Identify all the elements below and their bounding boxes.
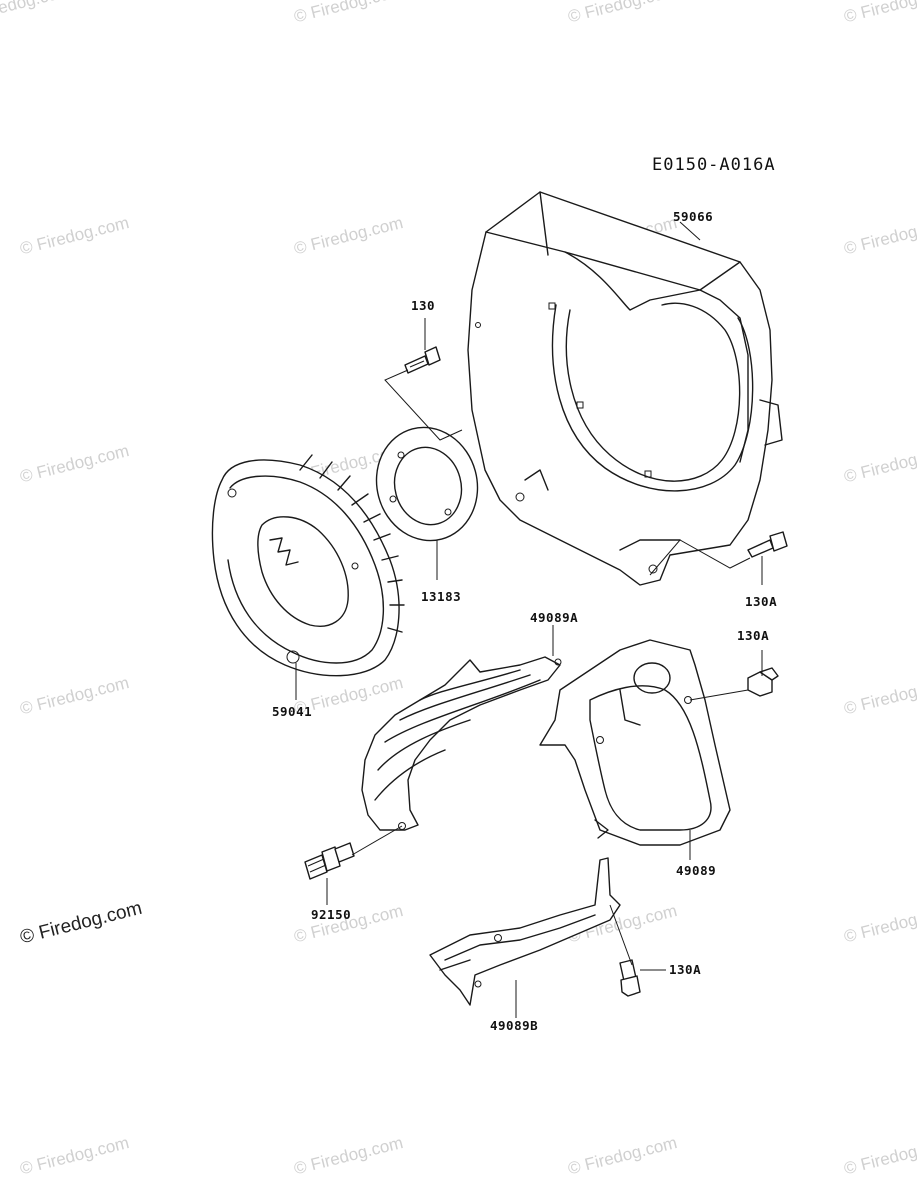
fan-59041 (211, 454, 405, 677)
part-label-130A-mid: 130A (737, 628, 770, 643)
part-label-49089: 49089 (676, 863, 717, 878)
part-label-130A-lower: 130A (669, 962, 702, 977)
part-label-130: 130 (411, 298, 436, 313)
cover-49089B (429, 857, 621, 1006)
part-label-49089B: 49089B (490, 1018, 539, 1033)
stud-92150 (304, 842, 355, 880)
bolt-130A-housing (747, 531, 788, 558)
part-label-13183: 13183 (421, 589, 462, 604)
part-label-49089A: 49089A (530, 610, 579, 625)
part-label-92150: 92150 (311, 907, 352, 922)
bolt-130A-lower (619, 959, 641, 997)
cover-49089A (361, 656, 562, 831)
part-label-130A-upper: 130A (745, 594, 778, 609)
part-label-59066: 59066 (673, 209, 714, 224)
part-label-59041: 59041 (272, 704, 313, 719)
cover-49089 (539, 639, 731, 846)
bolt-130 (404, 346, 441, 374)
diagram-reference-code: E0150-A016A (652, 155, 776, 175)
leader-lines (295, 221, 763, 1018)
bolt-130A-upper (747, 667, 779, 697)
blower-housing-59066 (467, 191, 783, 586)
gasket-13183 (375, 426, 479, 542)
